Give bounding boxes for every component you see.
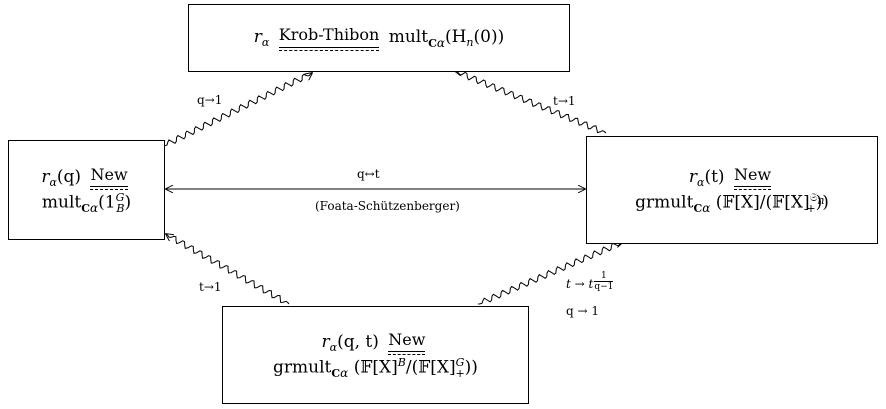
node-top-line: rα Krob-Thibon multCα(Hn(0)) [253, 24, 505, 52]
edge-label-middle: q↔t [357, 167, 380, 181]
edge-label-left-top: q→1 [197, 93, 223, 107]
edge-label-middle-note: (Foata-Schützenberger) [315, 199, 460, 213]
node-bottom: rα(q, t) New grmultCα (𝔽[X]B/(𝔽[X]G+)) [222, 306, 529, 404]
node-top: rα Krob-Thibon multCα(Hn(0)) [188, 4, 570, 72]
equality-link: New [388, 329, 426, 356]
edge-label-bottom-right-2: q → 1 [566, 304, 599, 318]
edge-label-right-top: t→1 [553, 94, 576, 108]
node-bottom-line2: grmultCα (𝔽[X]B/(𝔽[X]G+)) [273, 355, 478, 380]
edge-bottom-to-left [166, 234, 290, 305]
node-left-line2: multCα(1GB) [41, 190, 132, 215]
equality-link: Krob-Thibon [278, 24, 380, 52]
equality-link: New [733, 164, 772, 191]
edge-bottom-to-right [477, 242, 623, 305]
node-left-line1: rα(q) New [41, 164, 128, 191]
equality-link: New [90, 164, 128, 191]
node-right-line1: rα(t) New [688, 164, 772, 191]
node-left: rα(q) New multCα(1GB) [8, 140, 165, 240]
edge-left-to-top [162, 73, 312, 147]
node-bottom-line1: rα(q, t) New [321, 329, 426, 356]
edge-right-to-top [455, 71, 607, 134]
node-right-line2: grmultCα (𝔽[X]/(𝔽[X]𝔖n+)) [635, 190, 829, 215]
edge-label-left-bottom: t→1 [199, 280, 222, 294]
node-right: rα(t) New grmultCα (𝔽[X]/(𝔽[X]𝔖n+)) [586, 136, 878, 244]
